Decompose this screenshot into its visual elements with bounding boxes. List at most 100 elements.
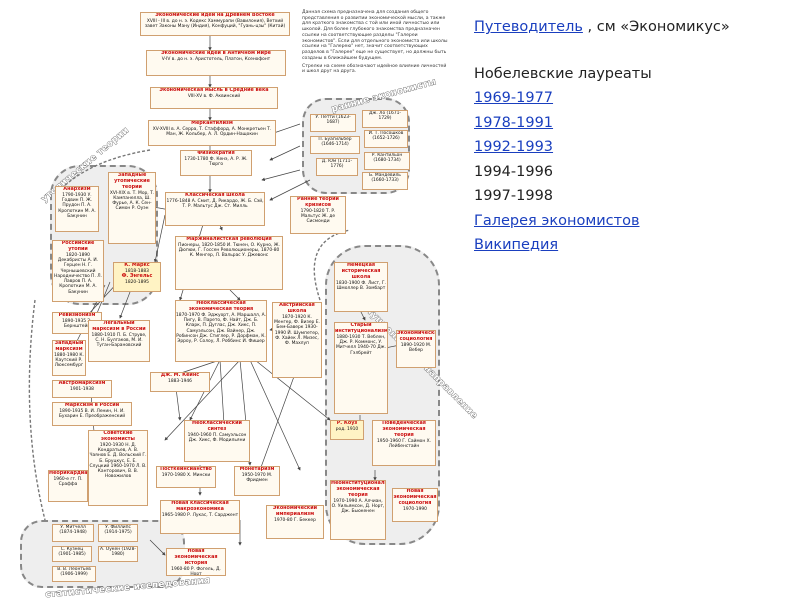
node-petty[interactable]: У. Петти (1623-1687) [310, 114, 356, 132]
node-title: Экономический империализм [272, 505, 318, 517]
node-body: 1880-1980 К. Каутский Р. Люксембург [54, 352, 84, 369]
node-title: Экономические идеи в Античном мире [161, 50, 271, 56]
node-title: Австрийская школа [279, 302, 315, 314]
node-phillips[interactable]: У. Филлипс (1914-1975) [98, 524, 138, 542]
node-neoinstitutional[interactable]: Неоинституциональная экономическая теори… [330, 480, 386, 540]
node-title: Марксизм в России [64, 402, 120, 408]
node-pososhkov[interactable]: И. Т. Посошков (1652-1726) [364, 130, 408, 148]
guide-suffix: , см «Экономикус» [582, 19, 730, 35]
nobel-1969-1977-link[interactable]: 1969-1977 [474, 90, 554, 106]
node-cantillon[interactable]: Р. Кантильон (1680-1734) [364, 152, 410, 170]
node-body: С. Кузнец (1901-1985) [58, 547, 86, 558]
node-body: И. Т. Посошков (1652-1726) [368, 131, 404, 142]
guide-link[interactable]: Путеводитель [474, 19, 583, 35]
node-body: 1920-1930 Н. Д. Кондратьев, А. В. Чаянов… [89, 442, 147, 480]
node-title: Российские утопии [61, 240, 95, 252]
node-title: Неоклассический синтез [192, 420, 242, 432]
node-title: Старый институционализм [335, 322, 388, 334]
node-title: Поведенческая экономическая теория [382, 420, 426, 438]
node-hume[interactable]: Д. Юм (1711-1776) [316, 158, 358, 176]
node-body: В. В. Леонтьев (1906-1999) [57, 567, 91, 578]
node-title: Неоклассическая экономическая теория [188, 300, 254, 312]
nobel-1978-1991-link[interactable]: 1978-1991 [474, 114, 554, 131]
node-neo-ricardians[interactable]: Неорикардианцы1960-е гг. П. Сраффа [48, 470, 88, 502]
node-mandeville[interactable]: Б. Мандевиль (1660-1733) [362, 172, 408, 190]
node-body: 1970-1990 А. Алчиан, О. Уильямсон, Д. Но… [331, 498, 385, 515]
node-mitchell[interactable]: У. Митчелл (1874-1948) [52, 524, 94, 542]
nobel-1994-1996: 1994-1996 [474, 163, 554, 180]
node-title: Легальный марксизм в России [92, 320, 146, 332]
gallery-link[interactable]: Галерея экономистов [474, 212, 640, 229]
nobel-title: Нобелевские лауреаты [474, 65, 652, 82]
node-body: 1880-1930 Т. Веблен, Дж. Р. Коммонс, У. … [335, 334, 387, 356]
node-kuznets[interactable]: С. Кузнец (1901-1985) [52, 546, 92, 562]
node-title: К. Маркс [124, 262, 150, 268]
node-title: Маржиналистская революция [186, 236, 272, 242]
node-body: 1950-1970 М. Фридмен [241, 472, 273, 484]
node-body: Д. Юм (1711-1776) [321, 159, 353, 170]
node-body: 1940-1960 П. Самуэльсон Дж. Хикс, Ф. Мод… [187, 432, 247, 444]
node-title: Физиократия [197, 150, 235, 156]
node-leontief[interactable]: В. В. Леонтьев (1906-1999) [52, 566, 96, 582]
node-body: 1960-е гг. П. Сраффа [53, 476, 83, 488]
node-title: Советские экономисты [101, 430, 135, 442]
node-title: Анархизм [63, 186, 91, 192]
node-body: XV-XVIII в. А. Серра, Т. Стаффорд, А. Мо… [152, 126, 272, 138]
node-title: Австромарксизм [58, 380, 106, 386]
node-title: Посткейнсианство [160, 466, 212, 472]
wikipedia-link[interactable]: Википедия [474, 237, 559, 253]
node-body: Р. Кантильон (1680-1734) [371, 153, 403, 164]
node-boisguilbert[interactable]: П. Буагильбер (1646-1714) [310, 136, 360, 154]
nobel-1992-1993-link[interactable]: 1992-1993 [474, 139, 554, 155]
node-okun[interactable]: А. Оукен (1928-1980) [98, 546, 138, 562]
node-body: 1880-1910 П. Б. Струве, С. Н. Булгаков, … [91, 332, 147, 349]
node-body: Дж. Ло (1671-1729) [368, 111, 402, 122]
node-title: Немецкая историческая школа [341, 262, 381, 280]
node-body: 1950-1960 Г. Саймон Х. Лейбенстайн [376, 438, 432, 449]
node-law[interactable]: Дж. Ло (1671-1729) [362, 110, 408, 128]
node-body: XVIII - III в. до н. э. Кодекс Хаммурапи… [144, 18, 286, 30]
node-body: 1870-1920 К. Менгер, Ф. Визер Е. Бем-Бав… [274, 314, 320, 347]
node-title: Неоинституциональная экономическая теори… [331, 480, 385, 498]
node-body: Пионеры, 1820-1850 И. Тюнен, О. Курно, Ж… [178, 242, 280, 259]
economic-thought-diagram: ранние экономисты утопические теории инс… [20, 10, 480, 600]
node-body: род. 1910 [335, 426, 359, 432]
node-title: Дж. М. Кейнс [160, 372, 200, 378]
node-body: У. Митчелл (1874-1948) [59, 525, 87, 536]
node-body: 1890-1935 В. И. Ленин, Н. И. Бухарин Е. … [58, 408, 126, 420]
node-body: V-IV в. до н. э. Аристотель, Платон, Ксе… [161, 56, 271, 62]
node-title: Меркантилизм [191, 120, 233, 126]
